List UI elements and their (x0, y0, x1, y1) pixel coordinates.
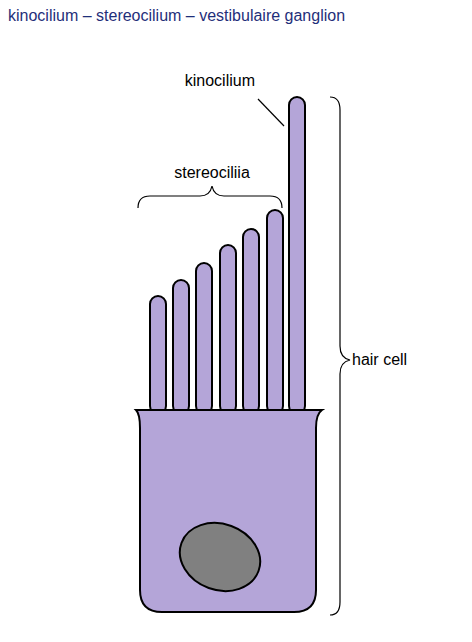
nucleus (170, 512, 270, 602)
part-label: kinocilium (185, 71, 255, 90)
stereocilium (150, 296, 166, 414)
bracket (138, 186, 282, 208)
kinocilium-rod (289, 97, 305, 414)
part-label: stereociliia (174, 163, 250, 182)
stereocilium (196, 263, 212, 414)
stereocilium (243, 229, 259, 414)
part-label: hair cell (352, 350, 407, 369)
stereocilium (220, 245, 236, 414)
bracket (330, 97, 350, 615)
stereocilium (173, 280, 189, 414)
leader-line (258, 99, 284, 126)
stereocilia-bundle (150, 97, 305, 414)
stereocilium (267, 210, 283, 414)
diagram-title: kinocilium – stereocilium – vestibulaire… (8, 6, 345, 25)
cell-body (136, 410, 322, 612)
